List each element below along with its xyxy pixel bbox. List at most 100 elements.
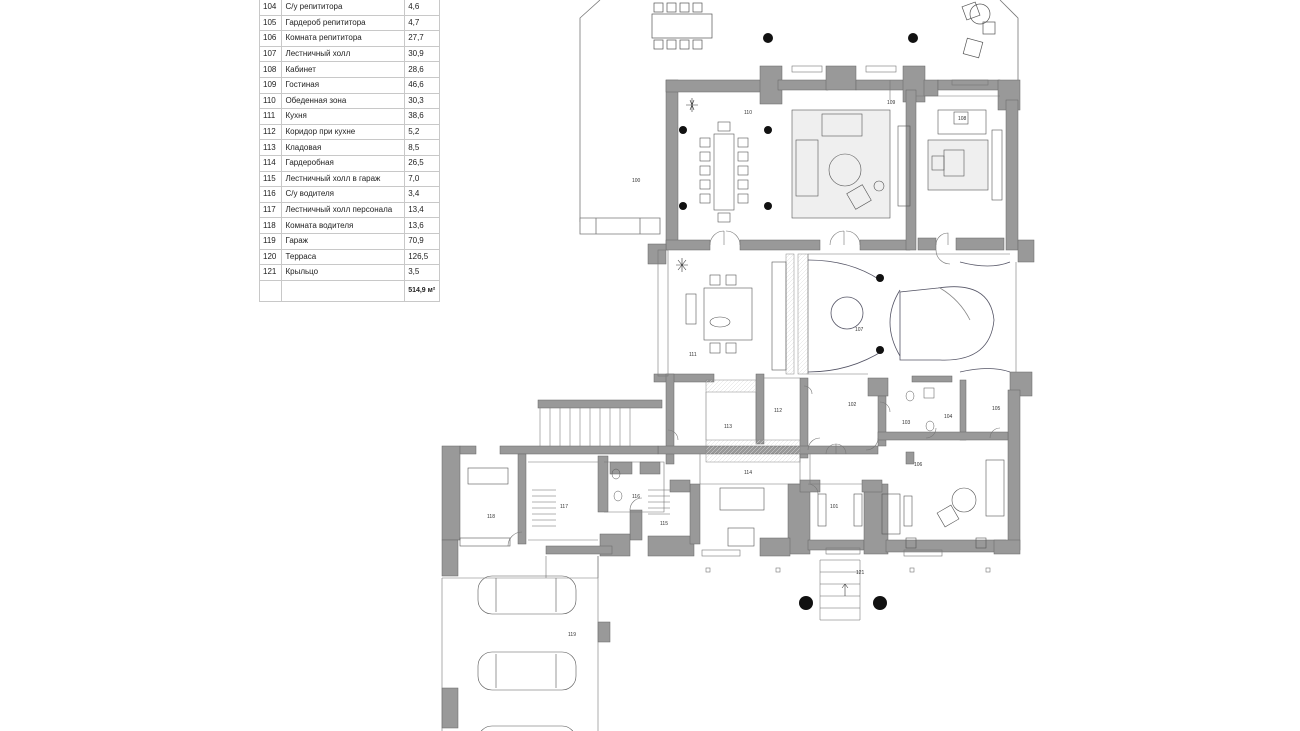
cabinet-furniture xyxy=(927,109,1003,201)
room-number: 120 xyxy=(258,248,283,266)
dining-table xyxy=(699,121,749,223)
bathroom-fixtures xyxy=(611,387,935,502)
room-area: 46,6 xyxy=(404,76,440,94)
room-area: 38,6 xyxy=(404,108,440,125)
room-number: 118 xyxy=(258,217,283,234)
terrace-dining-set xyxy=(651,1,996,59)
room-number: 106 xyxy=(258,30,283,47)
room-name: С/у репититора xyxy=(281,0,406,16)
room-number: 107 xyxy=(258,45,283,63)
room-name: Гардероб репититора xyxy=(281,14,406,32)
room-area: 3,5 xyxy=(404,264,440,281)
room-label-104: 104 xyxy=(944,414,953,420)
room-number: 116 xyxy=(258,186,283,203)
terrace-columns xyxy=(763,33,918,43)
living-room-furniture xyxy=(791,109,911,219)
room-number: 105 xyxy=(258,14,283,32)
room-label-116: 116 xyxy=(632,494,640,500)
interior-columns xyxy=(679,126,887,610)
room-area: 13,6 xyxy=(404,217,440,234)
room-area: 27,7 xyxy=(404,30,440,47)
room-name: Терраса xyxy=(281,248,406,266)
room-label-121: 121 xyxy=(856,570,865,576)
room-labels: 100 101 102 103 104 105 106 107 108 109 … xyxy=(487,100,1001,638)
room-area: 26,5 xyxy=(404,154,440,172)
room-area: 3,4 xyxy=(404,186,440,203)
room-label-115: 115 xyxy=(660,521,668,527)
room-number: 121 xyxy=(258,264,283,281)
kitchen-island xyxy=(685,261,787,371)
room-label-119: 119 xyxy=(568,632,576,638)
room-name: Лестничный холл персонала xyxy=(281,201,406,219)
room-label-101: 101 xyxy=(830,504,839,510)
room-name: Комната водителя xyxy=(281,217,406,234)
room-label-106: 106 xyxy=(914,462,923,468)
room-name: Гостиная xyxy=(281,76,406,94)
room-label-103: 103 xyxy=(902,420,911,426)
terrace xyxy=(579,0,1019,235)
room-number: 104 xyxy=(258,0,283,16)
room-name: Кладовая xyxy=(281,139,406,156)
room-area: 28,6 xyxy=(404,61,440,78)
room-area: 13,4 xyxy=(404,201,440,219)
room-number: 110 xyxy=(258,92,283,110)
room-name: Комната репититора xyxy=(281,30,406,47)
room-area: 7,0 xyxy=(404,170,440,188)
room-area: 8,5 xyxy=(404,139,440,156)
room-label-105: 105 xyxy=(992,406,1001,412)
room-label-118: 118 xyxy=(487,514,495,520)
room-area: 4,7 xyxy=(404,14,440,32)
room-name: Кухня xyxy=(281,108,406,125)
room-number: 117 xyxy=(258,201,283,219)
room-number: 108 xyxy=(258,61,283,78)
room-name: Коридор при кухне xyxy=(281,123,406,141)
room-number: 112 xyxy=(258,123,283,141)
garage-cars xyxy=(477,575,577,731)
room-label-117: 117 xyxy=(560,504,568,510)
total-num-cell xyxy=(258,279,283,302)
service-furniture xyxy=(459,459,1005,549)
total-row: 514,9 м² xyxy=(258,279,440,302)
room-name: Кабинет xyxy=(281,61,406,78)
room-number: 109 xyxy=(258,76,283,94)
plants xyxy=(676,98,698,272)
stair-hall xyxy=(807,259,1011,373)
room-label-111: 111 xyxy=(689,352,697,358)
room-number: 114 xyxy=(258,154,283,172)
room-label-113: 113 xyxy=(724,424,732,430)
staircases xyxy=(532,408,861,621)
room-number: 113 xyxy=(258,139,283,156)
room-label-108: 108 xyxy=(958,116,967,122)
room-area: 30,3 xyxy=(404,92,440,110)
room-label-112: 112 xyxy=(774,408,782,414)
room-area: 30,9 xyxy=(404,45,440,63)
room-name: Гараж xyxy=(281,232,406,250)
room-label-109: 109 xyxy=(887,100,896,106)
room-label-114: 114 xyxy=(744,470,752,476)
room-label-107: 107 xyxy=(855,327,864,333)
room-area: 126,5 xyxy=(404,248,440,266)
total-area: 514,9 м² xyxy=(404,279,440,302)
room-name: Крыльцо xyxy=(281,264,406,281)
room-number: 115 xyxy=(258,170,283,188)
room-label-102: 102 xyxy=(848,402,857,408)
room-label-100: 100 xyxy=(632,178,641,184)
